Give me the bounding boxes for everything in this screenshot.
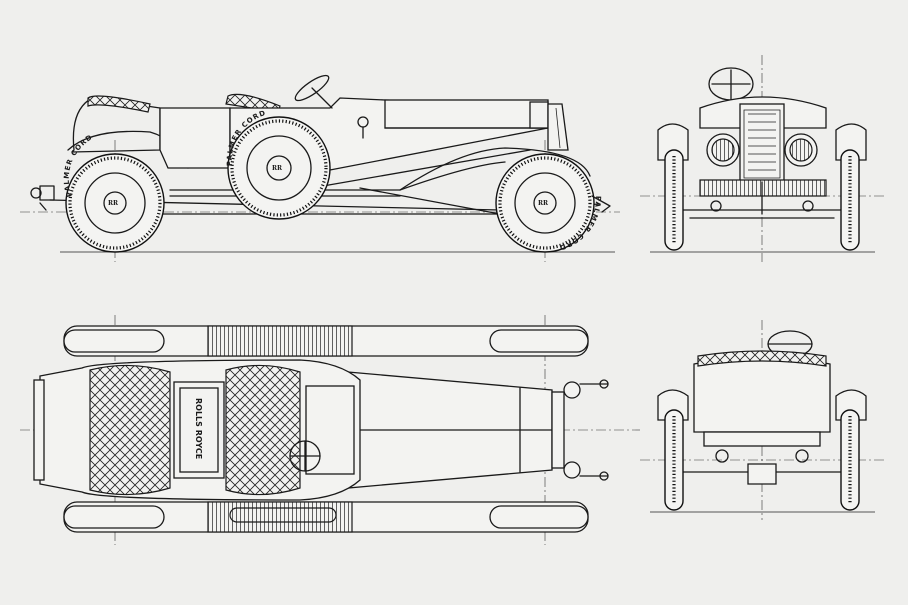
hub-monogram: RR: [538, 200, 549, 207]
spare-wheel: RR PALMER CORD: [226, 109, 331, 220]
nameplate-text: ROLLS ROYCE: [194, 398, 203, 459]
hub-monogram: RR: [108, 200, 119, 207]
front-elevation-view: [640, 55, 885, 262]
rear-elevation-view: [640, 320, 885, 520]
plan-view: ROLLS ROYCE: [20, 315, 640, 545]
front-wheel: RR PALMER CORD: [495, 153, 601, 253]
side-elevation-view: RR PALMER CORD RR PALMER CORD RR PALMER …: [20, 74, 620, 262]
hub-monogram: RR: [272, 165, 283, 172]
